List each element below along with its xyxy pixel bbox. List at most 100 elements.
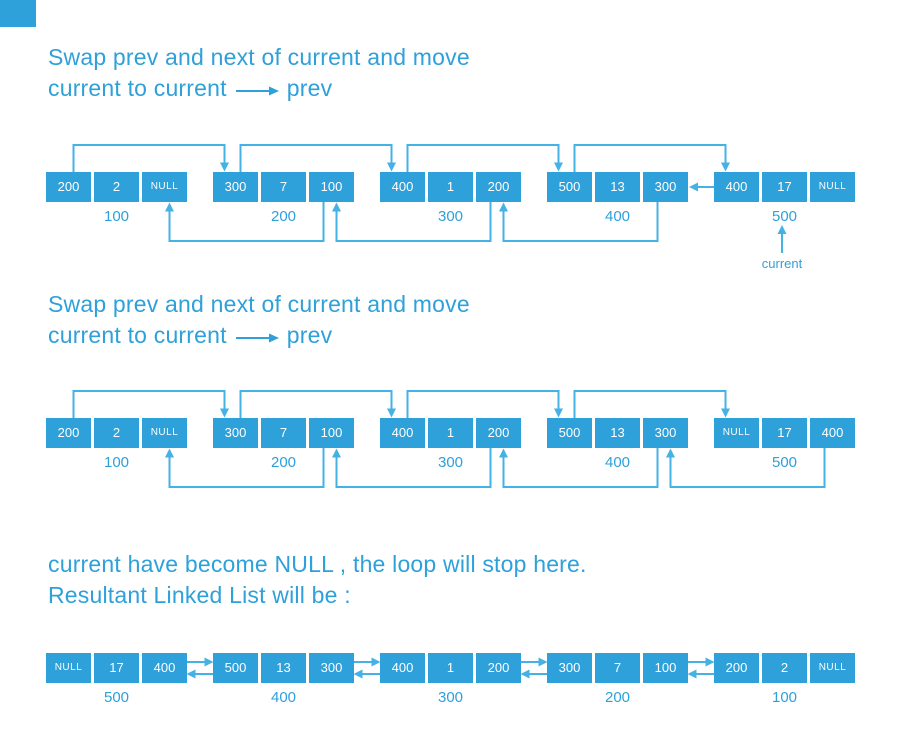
node-cell-data: 2 — [94, 172, 139, 202]
node-cell-data: 1 — [428, 172, 473, 202]
node-cell-data: 2 — [762, 653, 807, 683]
node-cell-prev: 200 — [46, 172, 91, 202]
node-cell-data: 2 — [94, 418, 139, 448]
node-cell-prev: 300 — [213, 418, 258, 448]
node-cell-next: NULL — [810, 172, 855, 202]
arrow-head — [165, 448, 174, 458]
node-cell-data: 13 — [595, 418, 640, 448]
arrow-head — [554, 408, 563, 418]
address-label: 300 — [437, 454, 464, 471]
node-cell-prev: 400 — [380, 418, 425, 448]
arrow-head — [332, 448, 341, 458]
node-cell-data: 17 — [94, 653, 139, 683]
node-cell-prev: 500 — [547, 418, 592, 448]
node-cell-prev: NULL — [714, 418, 759, 448]
pointer-line — [406, 390, 560, 418]
arrow-head — [165, 202, 174, 212]
node-cell-next: NULL — [810, 653, 855, 683]
heading-line-2-post: prev — [286, 322, 333, 348]
pointer-line — [502, 448, 659, 488]
result-heading: current have become NULL , the loop will… — [48, 549, 587, 611]
arrow-head — [204, 657, 214, 667]
arrow-head — [332, 202, 341, 212]
node-cell-next: 200 — [476, 418, 521, 448]
node-cell-data: 7 — [261, 418, 306, 448]
pointer-line — [406, 144, 560, 172]
address-label: 500 — [103, 689, 130, 706]
arrow-head — [371, 657, 381, 667]
step-heading-1: Swap prev and next of current and move c… — [48, 42, 470, 104]
arrow-head — [387, 162, 396, 172]
node-cell-prev: 500 — [547, 172, 592, 202]
arrow-head — [538, 657, 548, 667]
pointer-line — [335, 448, 492, 488]
address-label: 200 — [270, 454, 297, 471]
pointer-line — [72, 144, 226, 172]
node-cell-next: 400 — [142, 653, 187, 683]
arrow-head — [387, 408, 396, 418]
node-cell-prev: 200 — [46, 418, 91, 448]
arrow-head — [721, 162, 730, 172]
heading-line-1: current have become NULL , the loop will… — [48, 551, 587, 577]
node-cell-next: 100 — [309, 172, 354, 202]
address-label: 500 — [771, 454, 798, 471]
node-cell-prev: 400 — [380, 653, 425, 683]
pointer-line — [573, 390, 727, 418]
node-cell-prev: NULL — [46, 653, 91, 683]
node-cell-next: 300 — [643, 172, 688, 202]
arrow-head — [268, 86, 279, 96]
address-label: 100 — [771, 689, 798, 706]
node-cell-data: 17 — [762, 172, 807, 202]
heading-line-1: Swap prev and next of current and move — [48, 291, 470, 317]
node-cell-next: NULL — [142, 418, 187, 448]
right-arrow-icon — [235, 333, 279, 343]
pointer-line — [573, 144, 727, 172]
node-cell-prev: 300 — [213, 172, 258, 202]
address-label: 400 — [604, 208, 631, 225]
address-label: 200 — [270, 208, 297, 225]
address-label: 500 — [771, 208, 798, 225]
pointer-line — [72, 390, 226, 418]
node-cell-prev: 400 — [714, 172, 759, 202]
address-label: 400 — [604, 454, 631, 471]
arrow-head — [353, 669, 363, 679]
node-cell-next: 400 — [810, 418, 855, 448]
node-cell-data: 7 — [261, 172, 306, 202]
pointer-line — [239, 144, 393, 172]
arrow-head — [777, 225, 787, 234]
node-cell-next: NULL — [142, 172, 187, 202]
arrow-head — [554, 162, 563, 172]
address-label: 100 — [103, 208, 130, 225]
node-cell-prev: 400 — [380, 172, 425, 202]
node-cell-next: 300 — [309, 653, 354, 683]
pointer-line — [669, 448, 826, 488]
node-cell-data: 17 — [762, 418, 807, 448]
node-cell-next: 100 — [309, 418, 354, 448]
address-label: 300 — [437, 208, 464, 225]
address-label: 100 — [103, 454, 130, 471]
node-cell-prev: 500 — [213, 653, 258, 683]
arrow-head — [186, 669, 196, 679]
pointer-line — [168, 202, 325, 242]
node-cell-data: 7 — [595, 653, 640, 683]
pointer-line — [335, 202, 492, 242]
address-label: 200 — [604, 689, 631, 706]
current-label: current — [761, 256, 803, 271]
arrow-head — [687, 669, 697, 679]
node-cell-prev: 300 — [547, 653, 592, 683]
arrow-head — [499, 448, 508, 458]
pointer-line — [239, 390, 393, 418]
pointer-line — [168, 448, 325, 488]
